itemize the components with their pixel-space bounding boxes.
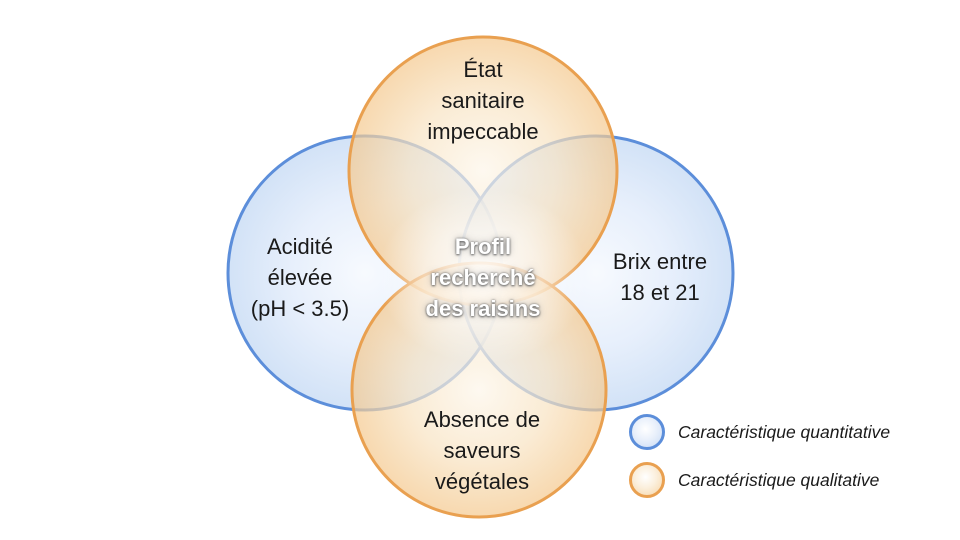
center-glow <box>378 188 588 364</box>
orange-circle-icon <box>629 462 665 498</box>
legend-label-qualitative: Caractéristique qualitative <box>678 469 880 490</box>
legend-label-quantitative: Caractéristique quantitative <box>678 421 891 442</box>
legend-item-quantitative: Caractéristique quantitative <box>629 414 890 450</box>
legend: Caractéristique quantitative Caractérist… <box>629 414 890 510</box>
blue-circle-icon <box>629 414 665 450</box>
legend-item-qualitative: Caractéristique qualitative <box>629 462 890 498</box>
